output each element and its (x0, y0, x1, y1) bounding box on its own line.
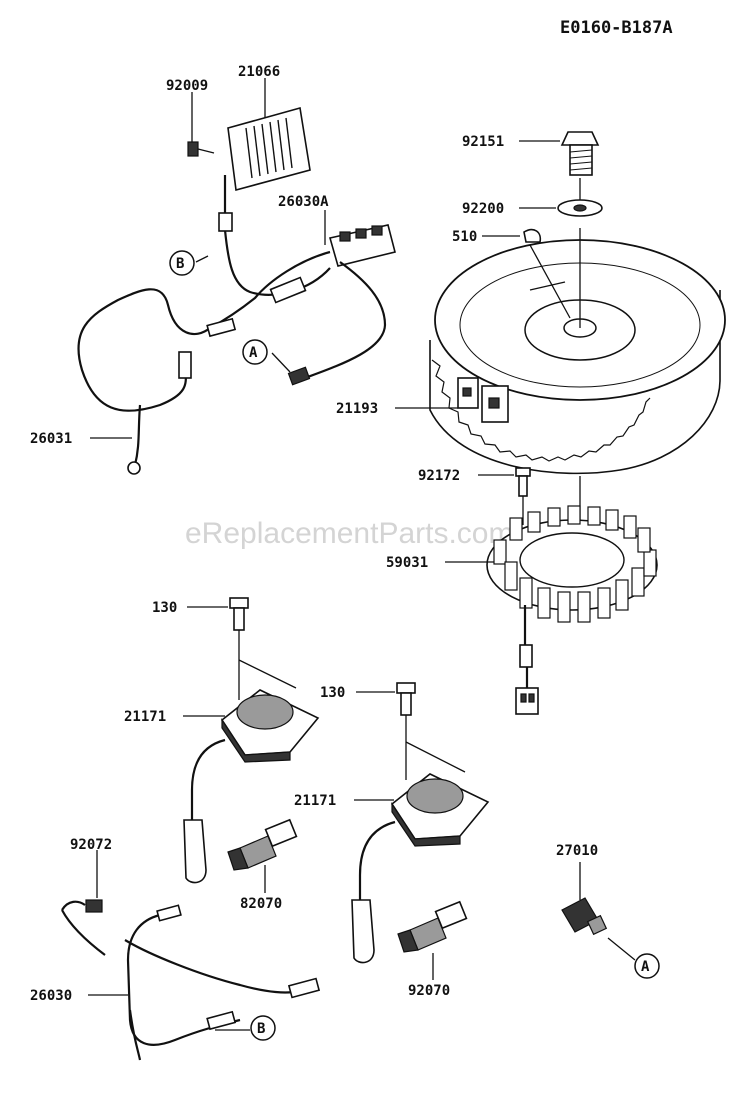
part-label-21171-left[interactable]: 21171 (124, 709, 166, 725)
part-labels: 92009 21066 26030A 26031 92151 92200 510… (30, 64, 598, 1004)
part-label-21171-right[interactable]: 21171 (294, 793, 336, 809)
stator-assembly[interactable] (486, 505, 658, 715)
callout-A-top: A (242, 339, 268, 365)
part-label-21066[interactable]: 21066 (238, 64, 280, 80)
callout-A-bottom: A (634, 953, 660, 979)
ignition-coil-left[interactable] (183, 597, 320, 884)
diagram-code: E0160-B187A (560, 18, 673, 38)
svg-text:A: A (249, 345, 258, 361)
key-510-shape (523, 228, 542, 243)
flywheel-bolt-92151-shape (560, 131, 600, 176)
spark-plug-92070-shape (397, 900, 468, 953)
part-label-26030[interactable]: 26030 (30, 988, 72, 1004)
part-label-59031[interactable]: 59031 (386, 555, 428, 571)
part-label-26030A[interactable]: 26030A (278, 194, 329, 210)
regulator-21066-shape (227, 106, 311, 192)
svg-text:B: B (176, 256, 184, 272)
callout-B-bottom: B (250, 1015, 276, 1041)
terminal-A-shape (287, 366, 311, 386)
switch-27010[interactable] (561, 862, 636, 961)
part-label-92070[interactable]: 92070 (408, 983, 450, 999)
part-label-92009[interactable]: 92009 (166, 78, 208, 94)
part-label-92151[interactable]: 92151 (462, 134, 504, 150)
part-label-26031[interactable]: 26031 (30, 431, 72, 447)
watermark: eReplacementParts.com (185, 517, 513, 550)
ignition-coil-right[interactable] (351, 682, 490, 964)
bolt-92009-shape (187, 141, 199, 157)
part-label-82070[interactable]: 82070 (240, 896, 282, 912)
screw-92172-shape (515, 467, 531, 477)
part-label-130-left[interactable]: 130 (152, 600, 177, 616)
svg-text:A: A (641, 959, 650, 975)
flywheel-assembly[interactable] (429, 131, 726, 560)
part-label-510[interactable]: 510 (452, 229, 477, 245)
part-label-130-right[interactable]: 130 (320, 685, 345, 701)
regulator-assembly[interactable] (77, 106, 396, 475)
part-label-92072[interactable]: 92072 (70, 837, 112, 853)
lower-harness[interactable] (61, 850, 321, 1061)
band-92072-shape (85, 899, 103, 913)
part-label-92200[interactable]: 92200 (462, 201, 504, 217)
part-label-27010[interactable]: 27010 (556, 843, 598, 859)
part-label-21193[interactable]: 21193 (336, 401, 378, 417)
callout-B-top: B (169, 250, 195, 276)
leader-lines (88, 78, 560, 1031)
spark-plug-82070-shape (227, 818, 298, 871)
part-label-92172[interactable]: 92172 (418, 468, 460, 484)
svg-text:B: B (257, 1021, 265, 1037)
